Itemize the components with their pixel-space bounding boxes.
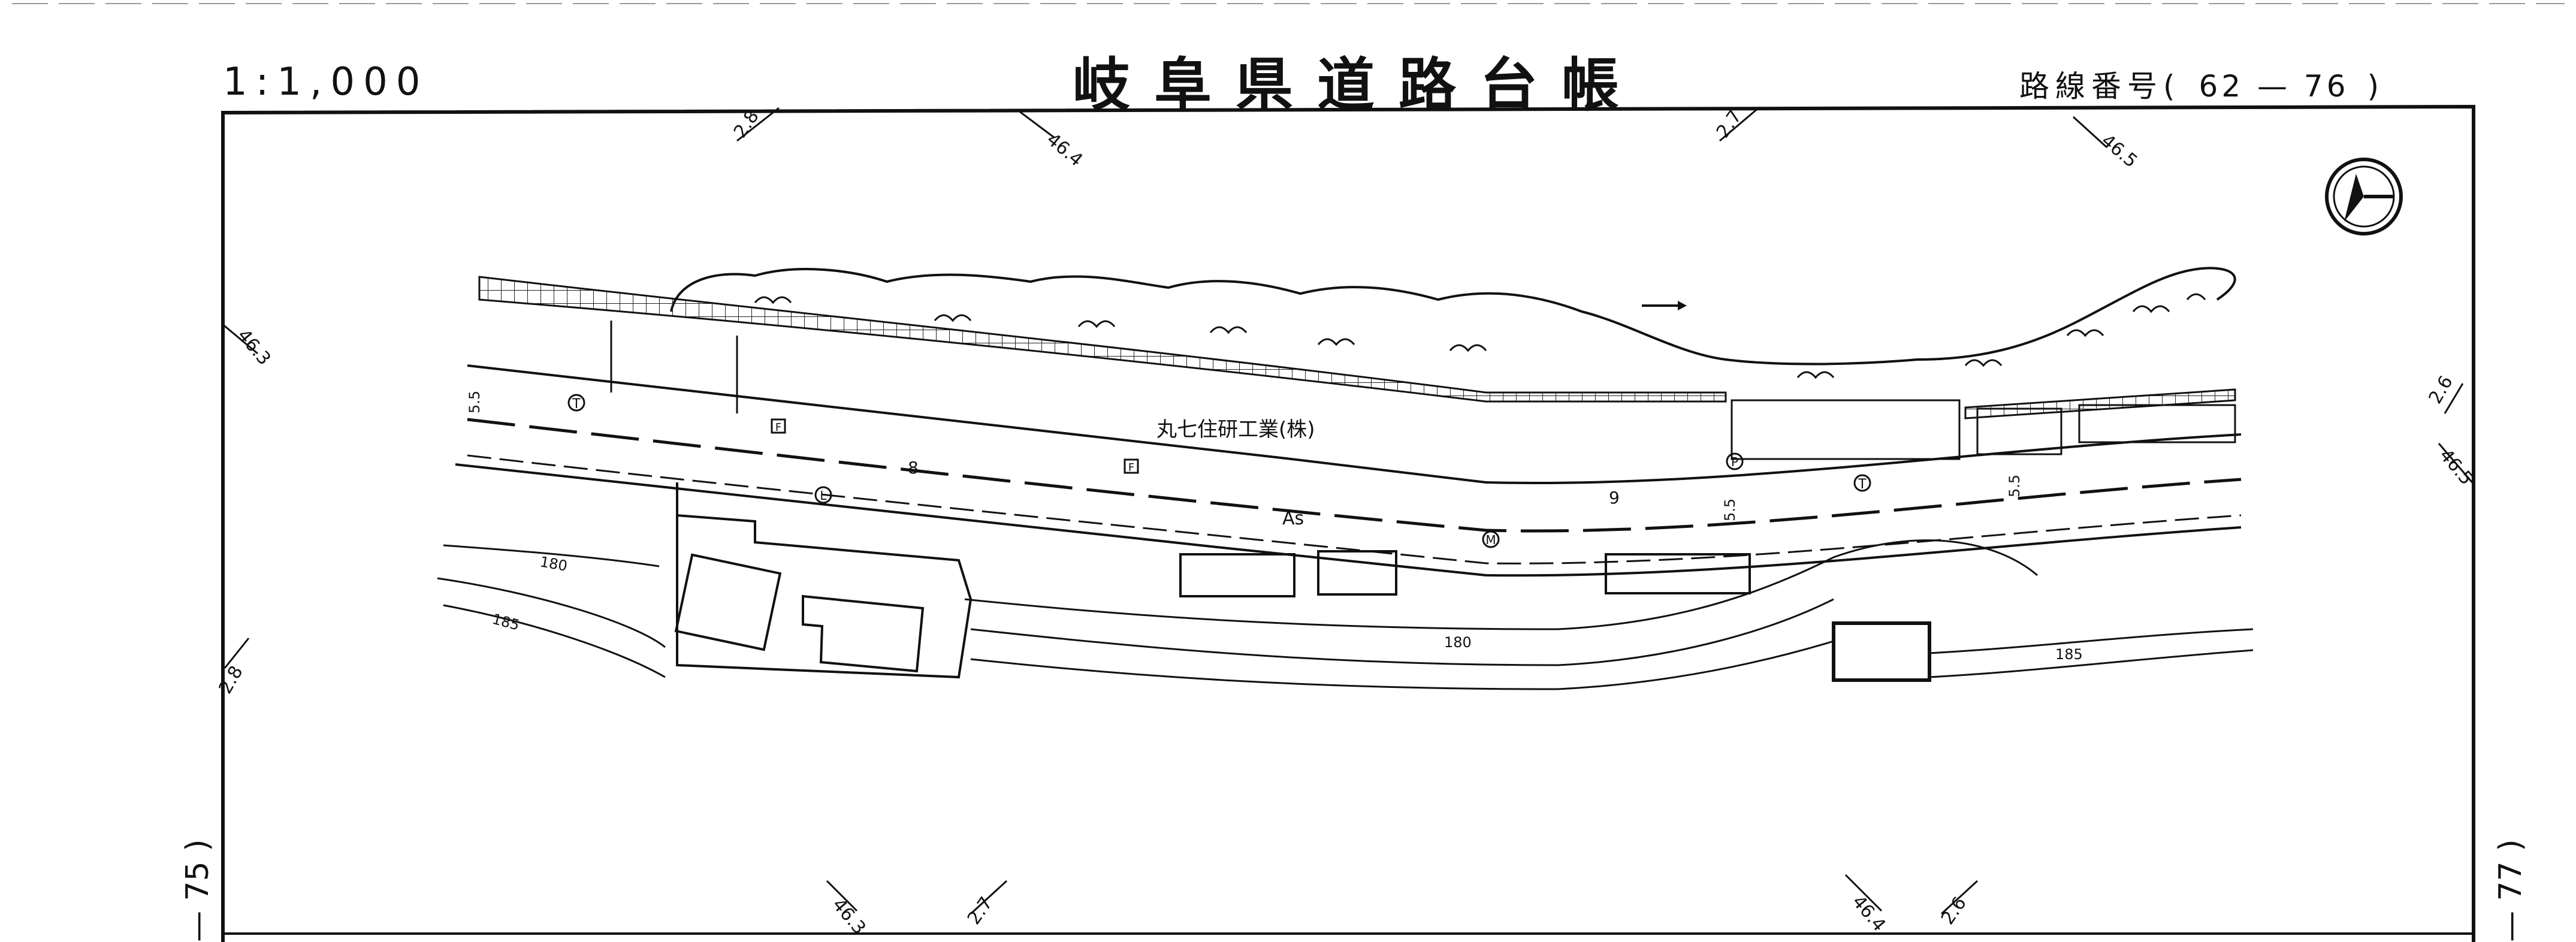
grid-mark-bottom-1: 46.3 [828,895,870,939]
utility-symbols [567,394,1871,548]
grid-mark-top-3: 2.7 [1713,106,1746,141]
symbol-t-1: T [572,397,581,412]
grid-mark-left-2: 2.8 [215,662,247,698]
contour-label-185-right: 185 [2055,646,2083,663]
map-scale: 1:1,000 [223,60,429,104]
grid-mark-right-2: 46.5 [2435,445,2477,490]
contour-label-180-left: 180 [539,553,569,575]
symbol-p: P [1731,455,1738,469]
symbol-l: L [820,488,827,503]
route-number: 路線番号( 62 — 76) [2019,62,2382,105]
road-width-1: 5.5 [466,391,483,413]
symbol-t-2: T [1858,477,1867,492]
road-width-3: 5.5 [2006,475,2023,497]
grid-mark-bottom-2: 2.7 [964,893,997,928]
symbol-m: M [1485,533,1496,547]
route-number-label: 路線番号( [2019,69,2181,104]
grid-ticks [221,107,2476,915]
buildings [674,482,1931,682]
direction-arrow-icon [1642,301,1687,310]
symbol-f-2: F [1128,461,1134,474]
route-number-close: ) [2367,69,2383,104]
building-label: 丸七住研工業(株) [1156,418,1315,442]
contour-lines [437,539,2254,690]
grid-mark-bottom-3: 46.4 [1848,892,1890,936]
grid-mark-left-1: 46.3 [233,325,275,370]
symbol-f-1: F [775,421,781,434]
retaining-wall-right [1964,388,2236,419]
contour-label-180-mid: 180 [1444,634,1472,651]
grid-mark-top-2: 46.4 [1043,129,1087,171]
contour-label-185-left: 185 [490,611,521,634]
tree-symbols [754,293,2206,379]
road-width-2: 5.5 [1722,499,1738,521]
retaining-wall [478,276,1727,403]
forest-canopy [670,267,2236,366]
station-8: 8 [908,458,919,478]
station-9: 9 [1609,488,1620,508]
route-number-value: 62 — 76 [2198,69,2349,104]
pavement-label: As [1282,508,1304,529]
grid-mark-top-4: 46.5 [2097,130,2142,172]
grid-mark-bottom-4: 2.6 [1937,893,1971,928]
north-arrow-icon [2325,158,2403,236]
property-lines [610,321,2236,460]
road [455,364,2242,577]
map-frame [221,104,2475,942]
